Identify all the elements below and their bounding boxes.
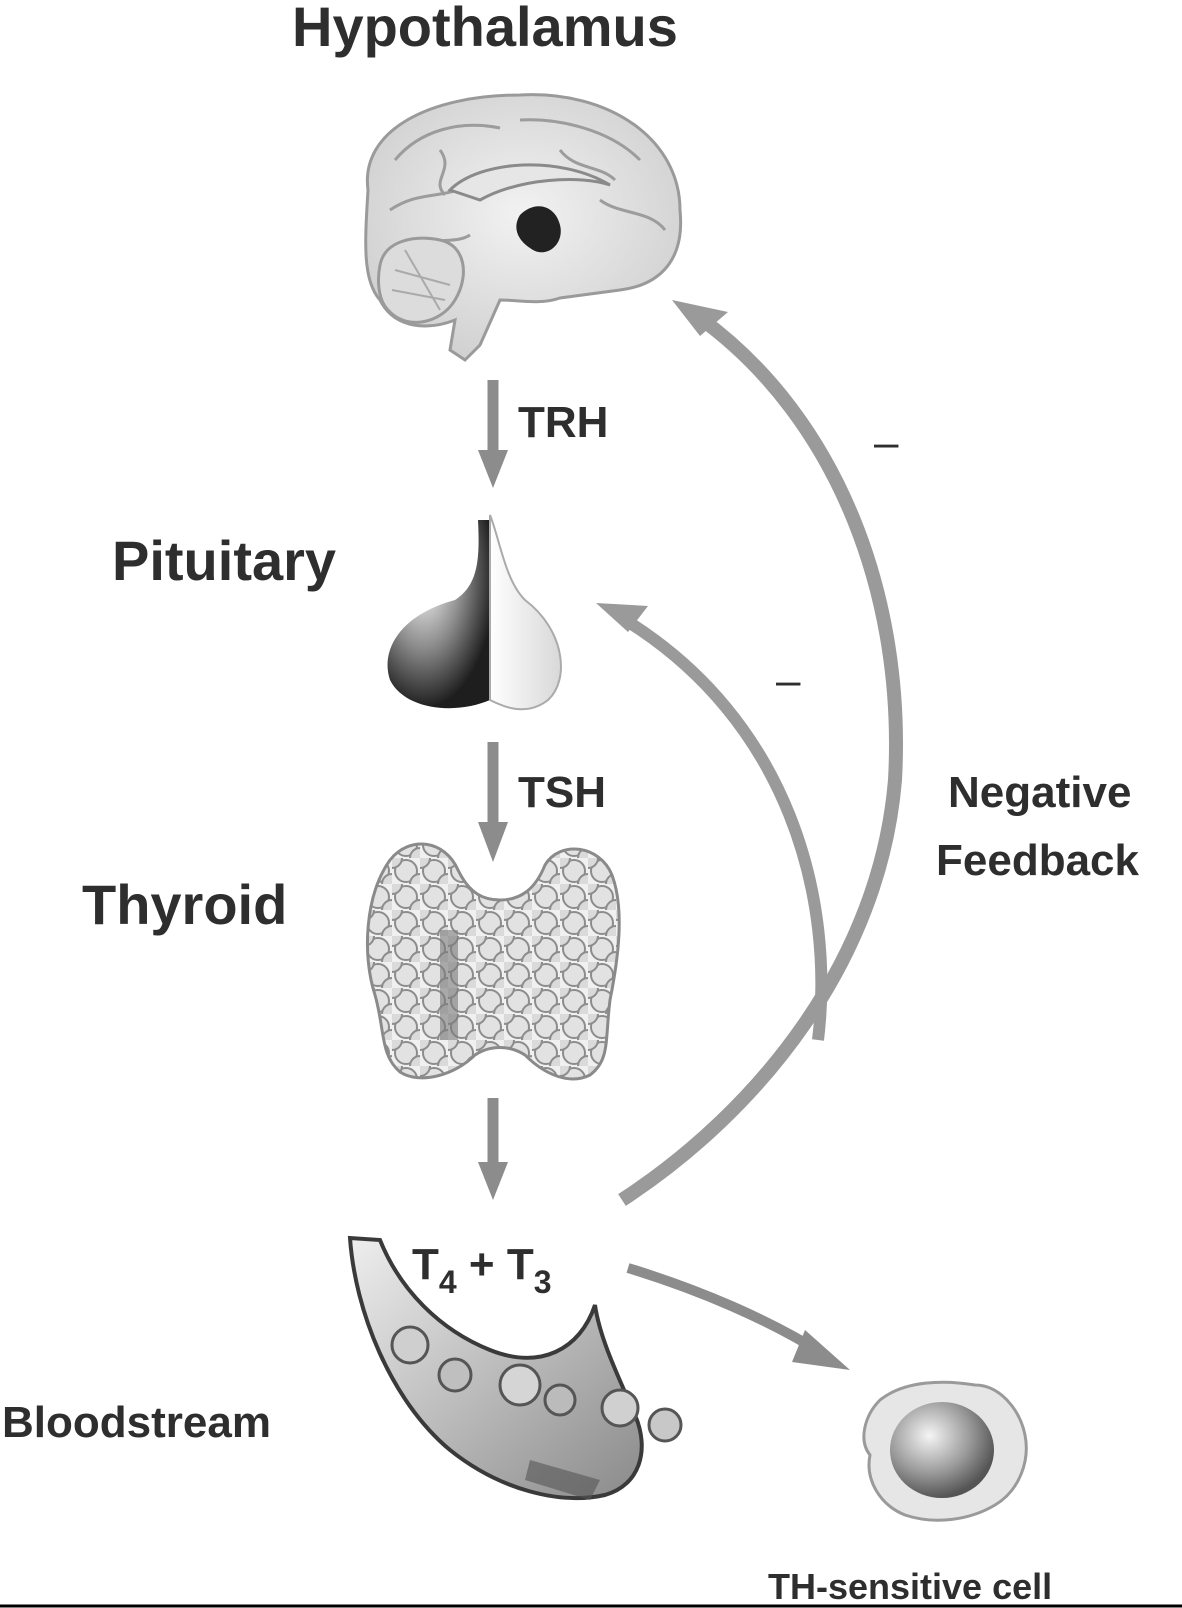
- t3-subscript: 3: [533, 1264, 552, 1300]
- brain-illustration: [364, 93, 683, 362]
- blood-vessel-illustration: [347, 1235, 683, 1500]
- cell-illustration: [862, 1380, 1028, 1522]
- minus-sign-hypothalamus: –: [874, 418, 899, 467]
- pituitary-illustration: [387, 514, 562, 711]
- negative-feedback-line1: Negative: [948, 768, 1132, 817]
- t3-symbol: T: [506, 1240, 534, 1289]
- minus-sign-pituitary: –: [776, 656, 801, 705]
- negative-feedback-line2: Feedback: [936, 836, 1139, 885]
- cell-arrow: [626, 1263, 828, 1360]
- feedback-arc-pituitary: [618, 612, 828, 1041]
- pituitary-label: Pituitary: [112, 529, 337, 592]
- hypothalamus-label: Hypothalamus: [292, 0, 678, 58]
- thyroid-illustration: [365, 842, 621, 1081]
- t4-t3-label: T4 + T3: [412, 1240, 552, 1300]
- thyroid-label: Thyroid: [82, 873, 288, 936]
- bloodstream-label: Bloodstream: [2, 1398, 271, 1447]
- cell-label: TH-sensitive cell: [768, 1566, 1053, 1607]
- t4-subscript: 4: [438, 1264, 457, 1300]
- tsh-label: TSH: [518, 768, 606, 817]
- feedback-arc-hypothalamus: [618, 312, 903, 1206]
- t4-symbol: T: [412, 1240, 439, 1289]
- trh-label: TRH: [518, 398, 609, 447]
- plus-symbol: +: [468, 1240, 495, 1289]
